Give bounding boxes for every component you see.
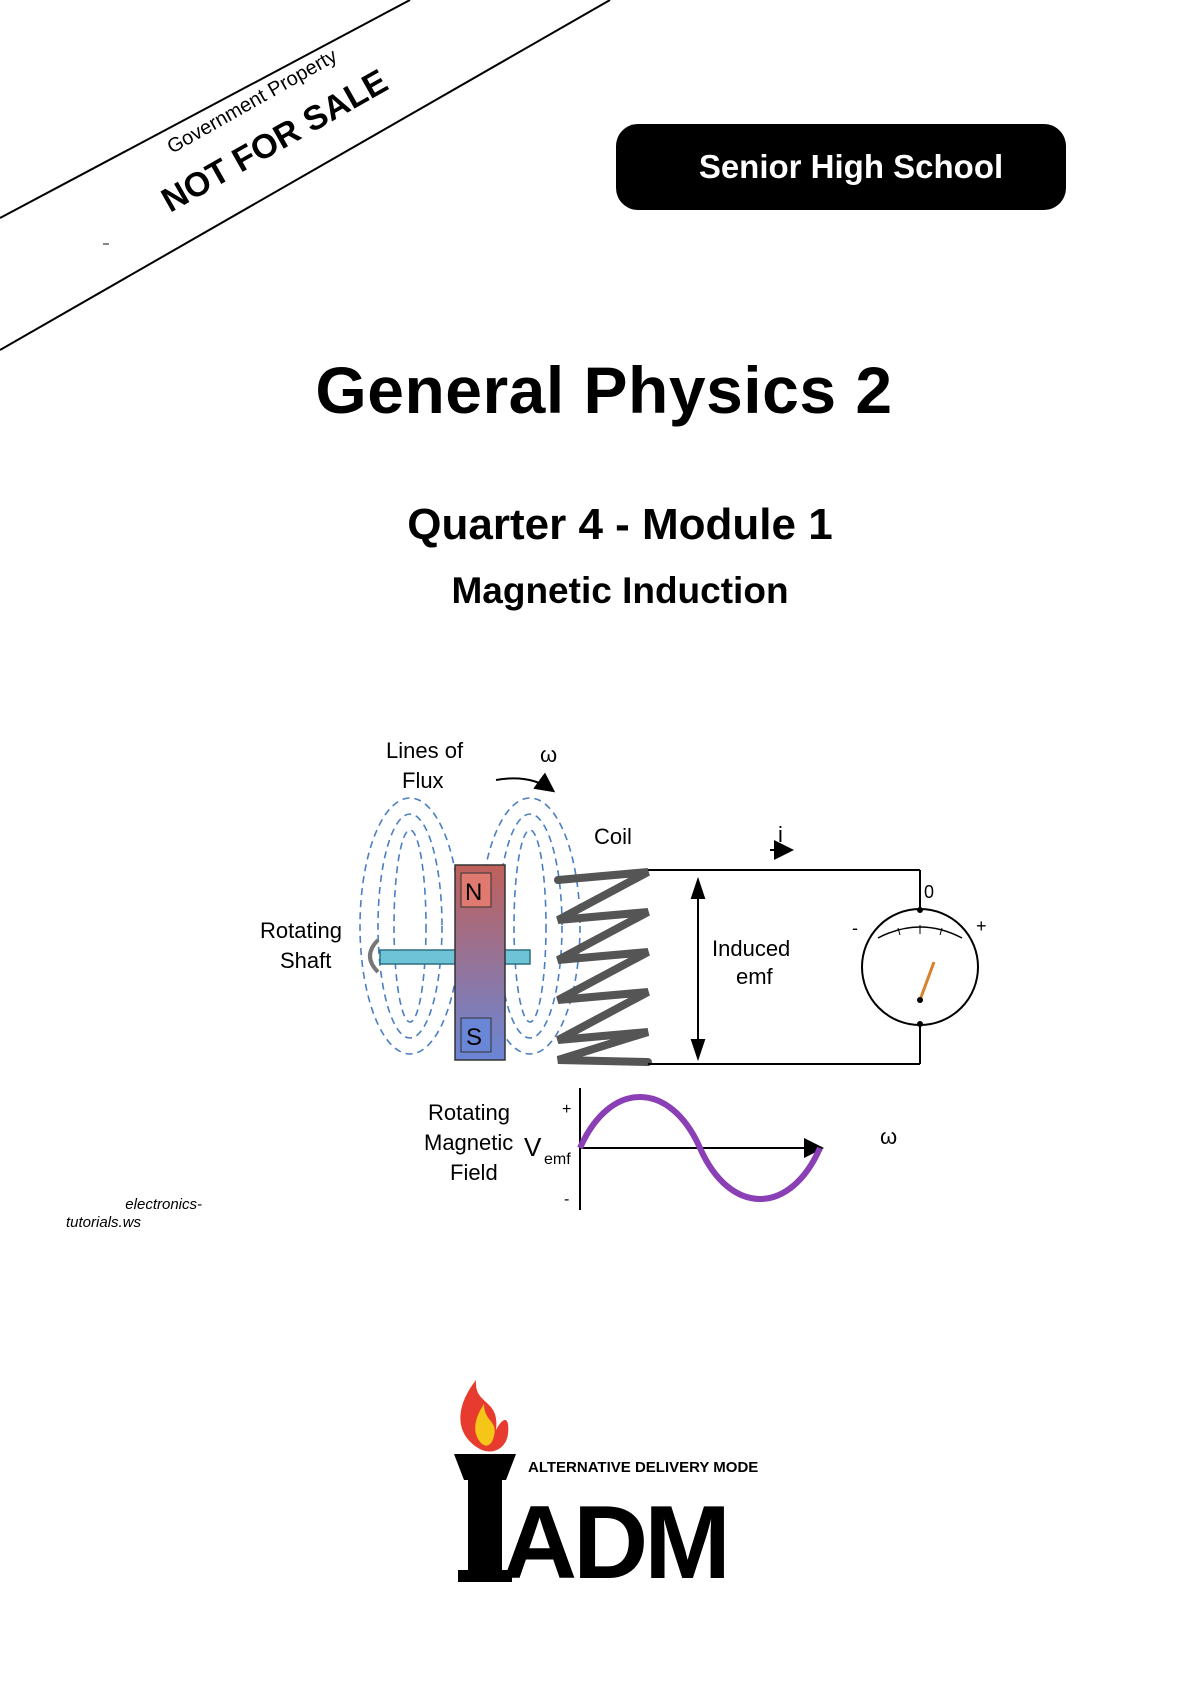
flux-lines <box>359 797 581 1055</box>
lines-of-flux-label-2: Flux <box>402 768 444 793</box>
graph-minus-label: - <box>564 1191 569 1208</box>
magnetic-induction-diagram: N S Lines of Flux ω C <box>260 738 987 1210</box>
page-title: General Physics 2 <box>315 353 893 427</box>
logo-subtitle: ALTERNATIVE DELIVERY MODE <box>528 1459 758 1476</box>
emf-waveform <box>577 1088 824 1210</box>
galvanometer <box>861 907 979 1027</box>
vemf-subscript: emf <box>544 1151 571 1168</box>
credit-line-1: electronics- <box>125 1196 202 1213</box>
emf-arrow <box>690 876 706 1062</box>
omega-top-label: ω <box>540 742 557 767</box>
north-pole-label: N <box>465 879 482 906</box>
south-pole-label: S <box>466 1024 482 1051</box>
senior-high-school-badge: Senior High School <box>616 124 1066 210</box>
module-topic: Magnetic Induction <box>451 570 789 611</box>
rotating-shaft-label-2: Shaft <box>280 948 331 973</box>
induced-emf-label: Induced <box>712 936 790 961</box>
lines-of-flux-label: Lines of <box>386 738 464 763</box>
rotating-field-label: Rotating <box>428 1100 510 1125</box>
meter-zero-label: 0 <box>924 882 934 902</box>
coil <box>554 868 652 1066</box>
induced-emf-label-2: emf <box>736 964 774 989</box>
logo-letters: ADM <box>502 1485 727 1600</box>
circuit-wires <box>648 840 921 1065</box>
rotating-field-label-3: Field <box>450 1160 498 1185</box>
rotating-shaft-label: Rotating <box>260 918 342 943</box>
meter-minus-label: - <box>852 918 858 938</box>
graph-plus-label: + <box>562 1101 571 1118</box>
omega-axis-label: ω <box>880 1124 897 1149</box>
meter-plus-label: + <box>976 916 987 936</box>
needle <box>918 961 936 1001</box>
badge-label: Senior High School <box>698 148 1004 185</box>
rotating-field-label-2: Magnetic <box>424 1130 513 1155</box>
current-label: i <box>778 822 783 847</box>
module-heading: Quarter 4 - Module 1 <box>407 500 833 549</box>
rotation-arrow-icon <box>368 938 380 974</box>
not-for-sale-banner: Government Property NOT FOR SALE <box>0 0 611 351</box>
credit-line-2: tutorials.ws <box>66 1214 142 1231</box>
vemf-label: V <box>524 1132 542 1162</box>
image-credit: electronics- tutorials.ws <box>66 1196 216 1232</box>
adm-logo: ALTERNATIVE DELIVERY MODE ADM <box>454 1380 758 1600</box>
coil-label: Coil <box>594 824 632 849</box>
